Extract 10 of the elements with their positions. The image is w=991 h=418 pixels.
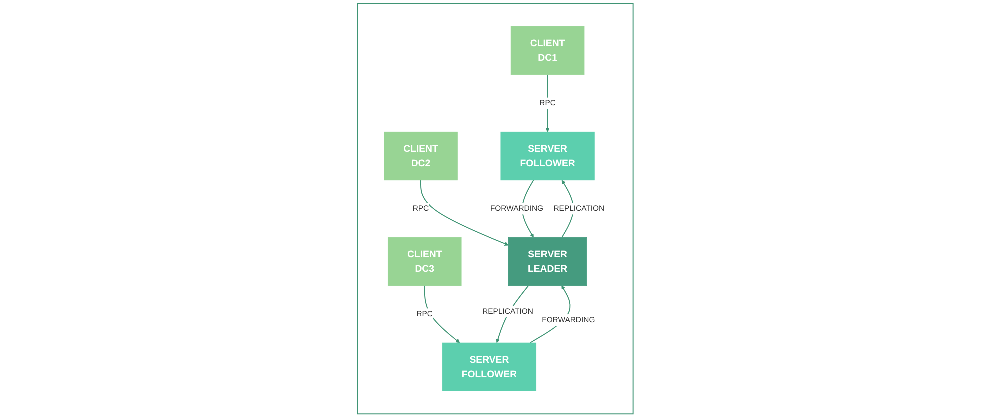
arrow bbox=[424, 285, 460, 344]
arrow bbox=[546, 74, 550, 132]
node-box: SERVER FOLLOWER bbox=[500, 132, 595, 181]
node-box: CLIENT DC3 bbox=[388, 237, 462, 286]
node-box: SERVER FOLLOWER bbox=[442, 342, 536, 392]
node-box: CLIENT DC1 bbox=[510, 26, 585, 76]
arrow bbox=[420, 180, 509, 246]
node-box: CLIENT DC2 bbox=[384, 132, 458, 181]
cluster bbox=[357, 3, 634, 415]
node-box: SERVER LEADER bbox=[508, 237, 587, 286]
